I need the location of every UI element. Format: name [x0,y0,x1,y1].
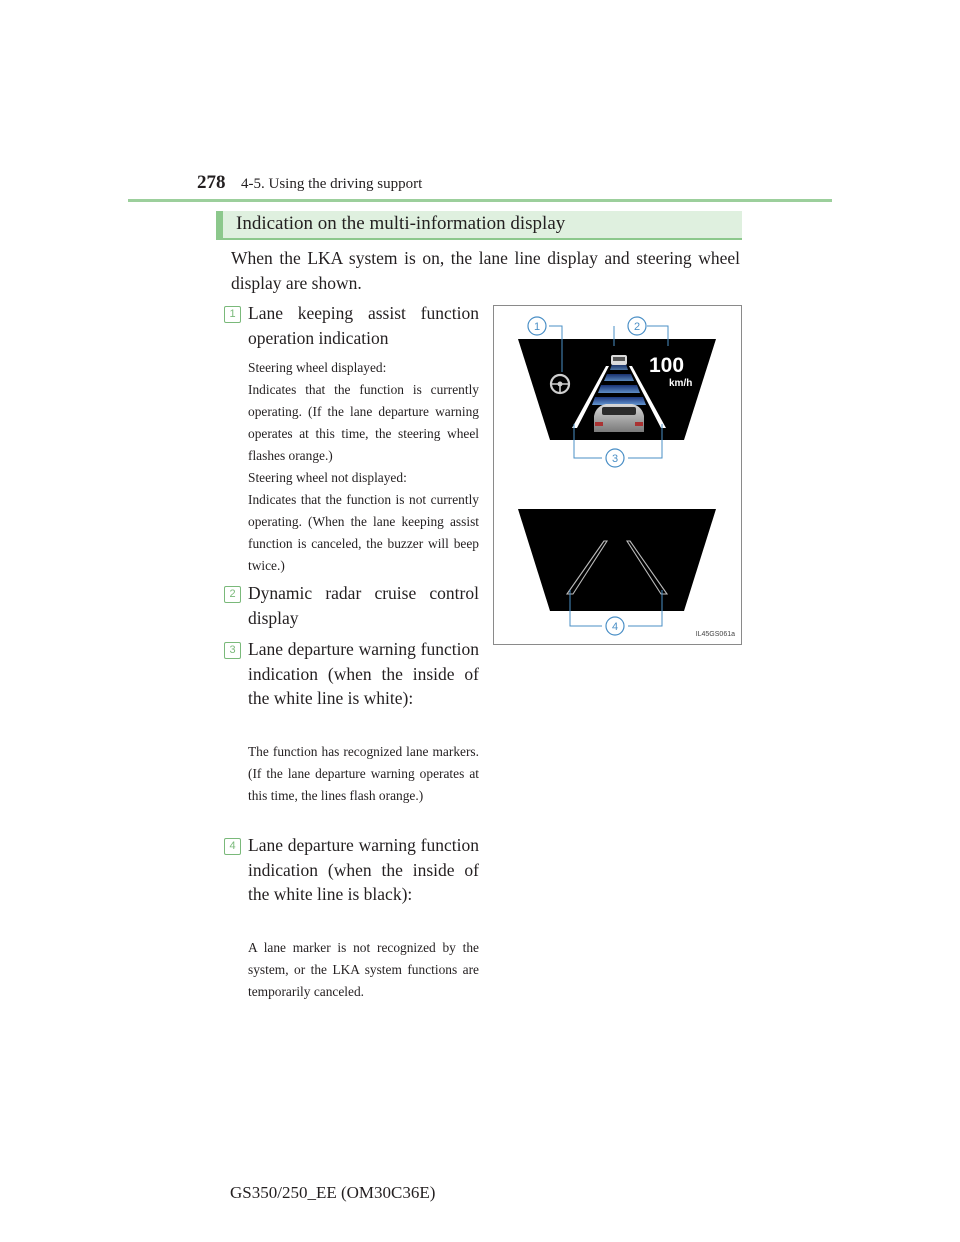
callout-marker-4: 4 [605,616,625,636]
item-title-3: Lane departure warning function indicati… [248,639,479,708]
intro-paragraph: When the LKA system is on, the lane line… [231,248,740,293]
item-desc-1-b: Indicates that the function is currently… [248,382,479,463]
own-vehicle-icon [594,404,644,432]
callout-label-3: 3 [612,453,618,465]
item-desc-4: A lane marker is not recognized by the s… [248,940,479,999]
callout-marker-2: 2 [627,316,647,336]
item-title-4: Lane departure warning function indicati… [248,835,479,904]
section-heading: Indication on the multi-information disp… [236,213,566,234]
item-desc-1-a: Steering wheel displayed: [248,360,387,375]
outlined-lane-lines [565,540,669,595]
section-heading-bar: Indication on the multi-information disp… [216,211,742,240]
callout-label-4: 4 [612,621,618,633]
lane-bars [592,364,646,405]
callout-lines-bottom [569,590,663,627]
item-number-badge-4: 4 [224,838,241,855]
display-illustration: 100 km/h 1 2 [518,316,716,636]
section-title: 4-5. Using the driving support [241,176,423,192]
callout-lines-top [549,325,669,459]
item-number-badge-2: 2 [224,586,241,603]
header-rule [128,199,832,202]
figure-image-code: IL45GS061a [695,631,735,638]
item-number-badge-1: 1 [224,306,241,323]
model-code: GS350/250_EE (OM30C36E) [230,1183,436,1202]
item-desc-1-d: Indicates that the function is not curre… [248,492,479,573]
speed-value: 100 [649,354,684,377]
preceding-vehicle-icon [611,355,627,365]
item-number-badge-3: 3 [224,642,241,659]
display-panel-bottom [518,509,716,611]
white-lane-lines [572,366,666,428]
callout-label-1: 1 [534,321,540,333]
callout-marker-1: 1 [527,316,547,336]
steering-wheel-icon [549,373,571,395]
callout-marker-3: 3 [605,448,625,468]
item-title-1: Lane keeping assist function operation i… [248,303,479,348]
item-title-2: Dynamic radar cruise control display [248,583,479,628]
speed-unit: km/h [669,378,692,389]
callout-label-2: 2 [634,321,640,333]
display-figure: 100 km/h 1 2 [493,305,742,645]
item-desc-1-c: Steering wheel not displayed: [248,470,407,485]
item-desc-3: The function has recognized lane markers… [248,744,479,803]
page-number: 278 [197,172,226,193]
